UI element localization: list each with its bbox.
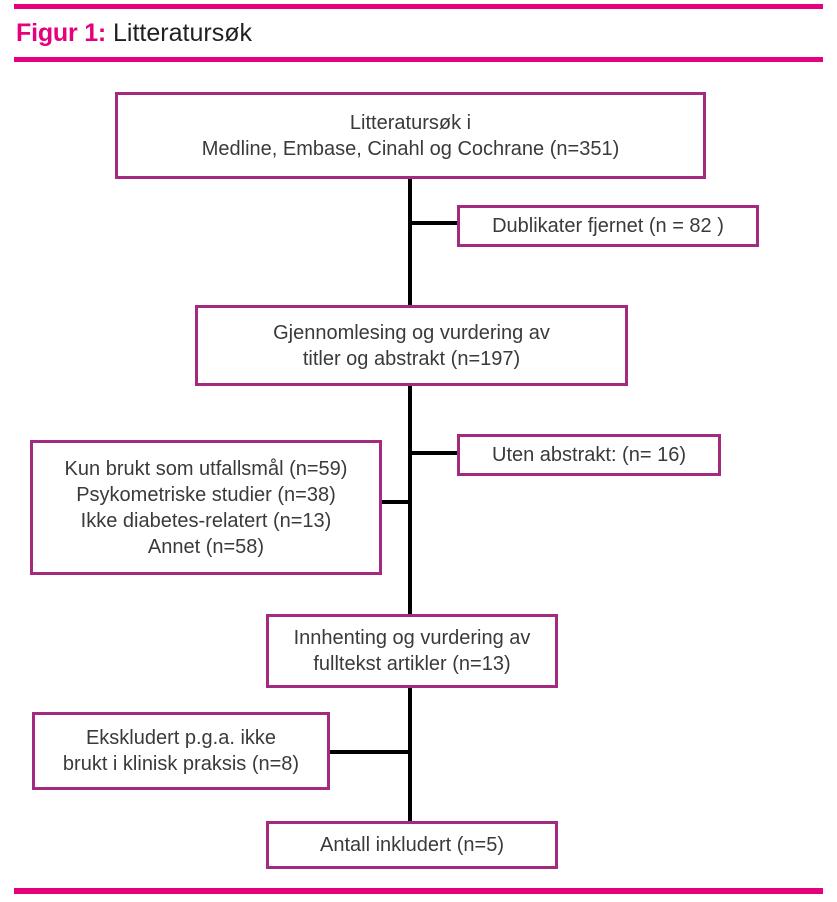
fulltext-assessment-box: Innhenting og vurdering av fulltekst art… <box>266 614 558 688</box>
excluded-screening-line-3: Ikke diabetes-relatert (n=13) <box>80 509 332 532</box>
page-title: Figur 1: Litteratursøk <box>16 16 716 50</box>
excluded-at-fulltext-box: Ekskludert p.g.a. ikke brukt i klinisk p… <box>32 712 330 790</box>
literature-search-line-2: Medline, Embase, Cinahl og Cochrane (n=3… <box>201 137 620 160</box>
excluded-at-screening-box: Kun brukt som utfallsmål (n=59) Psykomet… <box>30 440 382 575</box>
connector-branch-excluded-fulltext <box>329 750 412 754</box>
fulltext-line-1: Innhenting og vurdering av <box>293 627 531 649</box>
total-included-box: Antall inkludert (n=5) <box>266 821 558 869</box>
connector-branch-duplicates <box>408 221 459 225</box>
duplicates-removed-box: Dublikater fjernet (n = 82 ) <box>457 205 759 247</box>
excluded-fulltext-line-1: Ekskludert p.g.a. ikke <box>85 727 277 749</box>
connector-branch-no-abstract <box>408 451 459 455</box>
literature-search-line-1: Litteratursøk i <box>349 111 472 134</box>
excluded-screening-line-4: Annet (n=58) <box>147 535 265 558</box>
figure-title-text: Litteratursøk <box>113 19 252 47</box>
excluded-fulltext-line-2: brukt i klinisk praksis (n=8) <box>62 753 300 775</box>
no-abstract-box: Uten abstrakt: (n= 16) <box>457 434 721 476</box>
duplicates-removed-line-1: Dublikater fjernet (n = 82 ) <box>492 215 724 237</box>
figure-label: Figur 1: <box>16 19 107 47</box>
excluded-screening-line-1: Kun brukt som utfallsmål (n=59) <box>64 457 348 480</box>
title-abstract-screening-box: Gjennomlesing og vurdering av titler og … <box>195 305 628 386</box>
footer-rule <box>14 888 823 894</box>
header-top-rule <box>14 4 823 9</box>
connector-search-to-screening <box>408 178 412 307</box>
fulltext-line-2: fulltekst artikler (n=13) <box>313 653 511 675</box>
total-included-line-1: Antall inkludert (n=5) <box>320 834 504 856</box>
screening-line-2: titler og abstrakt (n=197) <box>302 347 521 370</box>
connector-fulltext-to-included <box>408 687 412 821</box>
header-bottom-rule <box>14 57 823 62</box>
screening-line-1: Gjennomlesing og vurdering av <box>273 321 550 344</box>
literature-search-box: Litteratursøk i Medline, Embase, Cinahl … <box>115 92 706 179</box>
no-abstract-line-1: Uten abstrakt: (n= 16) <box>492 444 686 466</box>
excluded-screening-line-2: Psykometriske studier (n=38) <box>76 483 336 506</box>
connector-branch-excluded-screening <box>381 500 412 504</box>
